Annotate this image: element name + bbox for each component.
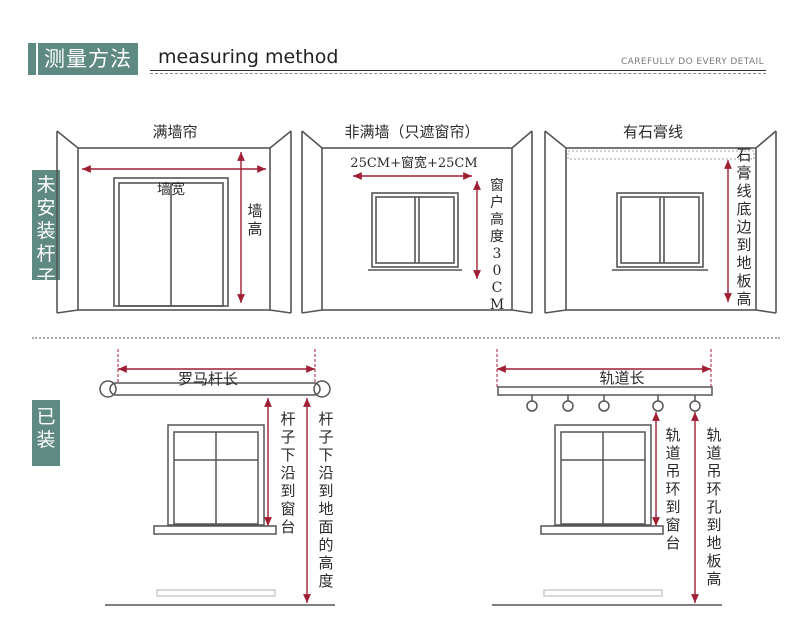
vertical-char: 地 <box>736 254 751 272</box>
vertical-char: 下 <box>318 446 333 464</box>
section-label-text: 已装 <box>36 406 56 451</box>
vertical-char: 度 <box>490 229 504 245</box>
vertical-char: 面 <box>318 518 333 536</box>
track-length-label: 轨道长 <box>599 369 644 387</box>
ring-to-floor-text: 轨道吊环孔到地板高 <box>706 426 721 588</box>
vertical-char: 石 <box>736 146 751 164</box>
rod-to-sill-text: 杆子下沿到窗台 <box>280 410 295 536</box>
vertical-char: 子 <box>318 428 333 446</box>
section-label-installed: 已装 <box>32 400 60 466</box>
plaster-height-label-char: 石膏线底边到地板高 <box>736 146 751 308</box>
vertical-char: 吊 <box>665 462 680 480</box>
vertical-char: 到 <box>706 516 721 534</box>
vertical-char: 高 <box>247 220 262 238</box>
rod-to-floor-label-char: 杆子下沿到地面的高度 <box>318 410 333 590</box>
vertical-char: 轨 <box>665 426 680 444</box>
rod-to-sill-label-char: 杆子下沿到窗台 <box>280 410 295 536</box>
vertical-char: 轨 <box>706 426 721 444</box>
vertical-char: 窗 <box>490 177 504 194</box>
ring-to-sill-text: 轨道吊环到窗台 <box>665 426 680 552</box>
vertical-char: 道 <box>706 444 721 462</box>
vertical-char: 高 <box>318 554 333 572</box>
header-title: 测量方法 <box>38 43 138 75</box>
vertical-char: 线 <box>736 182 751 200</box>
vertical-char: 底 <box>736 200 751 218</box>
vertical-char: 地 <box>318 500 333 518</box>
vertical-char: 膏 <box>736 164 751 182</box>
vertical-char: 环 <box>706 480 721 498</box>
vertical-char: 地 <box>706 534 721 552</box>
panel-window-only <box>301 130 533 314</box>
panel-track <box>492 386 722 606</box>
vertical-char: 度 <box>318 572 333 590</box>
vertical-char: 沿 <box>318 464 333 482</box>
vertical-char: C <box>492 280 503 296</box>
section-divider <box>32 337 780 339</box>
wall-height-label-char: 墙高 <box>247 202 262 238</box>
vertical-char: 窗 <box>280 500 295 518</box>
vertical-char: 3 <box>493 246 502 262</box>
section-label-not-installed: 未安装杆子 <box>32 170 60 288</box>
vertical-char: 窗 <box>665 516 680 534</box>
vertical-char: 台 <box>280 518 295 536</box>
vertical-char: 孔 <box>706 498 721 516</box>
header-underline <box>150 70 766 71</box>
vertical-char: 杆 <box>280 410 295 428</box>
panel-roman-rod <box>99 380 335 606</box>
vertical-char: 板 <box>736 272 751 290</box>
plaster-height-text: 石膏线底边到地板高 <box>736 146 751 308</box>
vertical-char: 高 <box>490 211 504 228</box>
vertical-char: 0 <box>493 263 502 279</box>
vertical-char: 户 <box>490 194 504 211</box>
vertical-char: 子 <box>280 428 295 446</box>
vertical-char: 板 <box>706 552 721 570</box>
ring-to-sill-label-char: 轨道吊环到窗台 <box>665 426 680 552</box>
vertical-char: 的 <box>318 536 333 554</box>
panel-full-wall <box>56 130 292 314</box>
vertical-char: 沿 <box>280 464 295 482</box>
vertical-char: 边 <box>736 218 751 236</box>
wall-height-text: 墙高 <box>247 202 262 238</box>
vertical-char: M <box>490 297 504 313</box>
vertical-char: 吊 <box>706 462 721 480</box>
section-label-text: 未安装杆子 <box>36 174 56 288</box>
roman-rod-length-label: 罗马杆长 <box>178 370 238 388</box>
panel-title: 非满墙（只遮窗帘） <box>344 123 479 141</box>
vertical-char: 高 <box>706 570 721 588</box>
header-subtitle: measuring method <box>158 46 339 68</box>
panel-title: 满墙帘 <box>152 123 197 141</box>
plaster-line-molding <box>567 150 755 160</box>
header-tagline: CAREFULLY DO EVERY DETAIL <box>620 57 764 67</box>
ring-to-floor-label-char: 轨道吊环孔到地板高 <box>706 426 721 588</box>
vertical-char: 到 <box>318 482 333 500</box>
vertical-char: 道 <box>665 444 680 462</box>
header-dashed-line <box>150 73 766 74</box>
vertical-char: 环 <box>665 480 680 498</box>
vertical-char: 高 <box>736 290 751 308</box>
vertical-char: 到 <box>665 498 680 516</box>
panel-title: 有石膏线 <box>623 123 683 141</box>
vertical-char: 到 <box>736 236 751 254</box>
header-accent-bar <box>28 43 36 75</box>
vertical-char: 墙 <box>247 202 262 220</box>
vertical-char: 到 <box>280 482 295 500</box>
wall-width-label: 墙宽 <box>157 181 185 198</box>
vertical-char: 下 <box>280 446 295 464</box>
panel-plaster-line <box>544 130 777 314</box>
rod-to-floor-text: 杆子下沿到地面的高度 <box>318 410 333 590</box>
vertical-char: 杆 <box>318 410 333 428</box>
vertical-char: 台 <box>665 534 680 552</box>
window-width-label: 25CM+窗宽+25CM <box>350 155 477 171</box>
